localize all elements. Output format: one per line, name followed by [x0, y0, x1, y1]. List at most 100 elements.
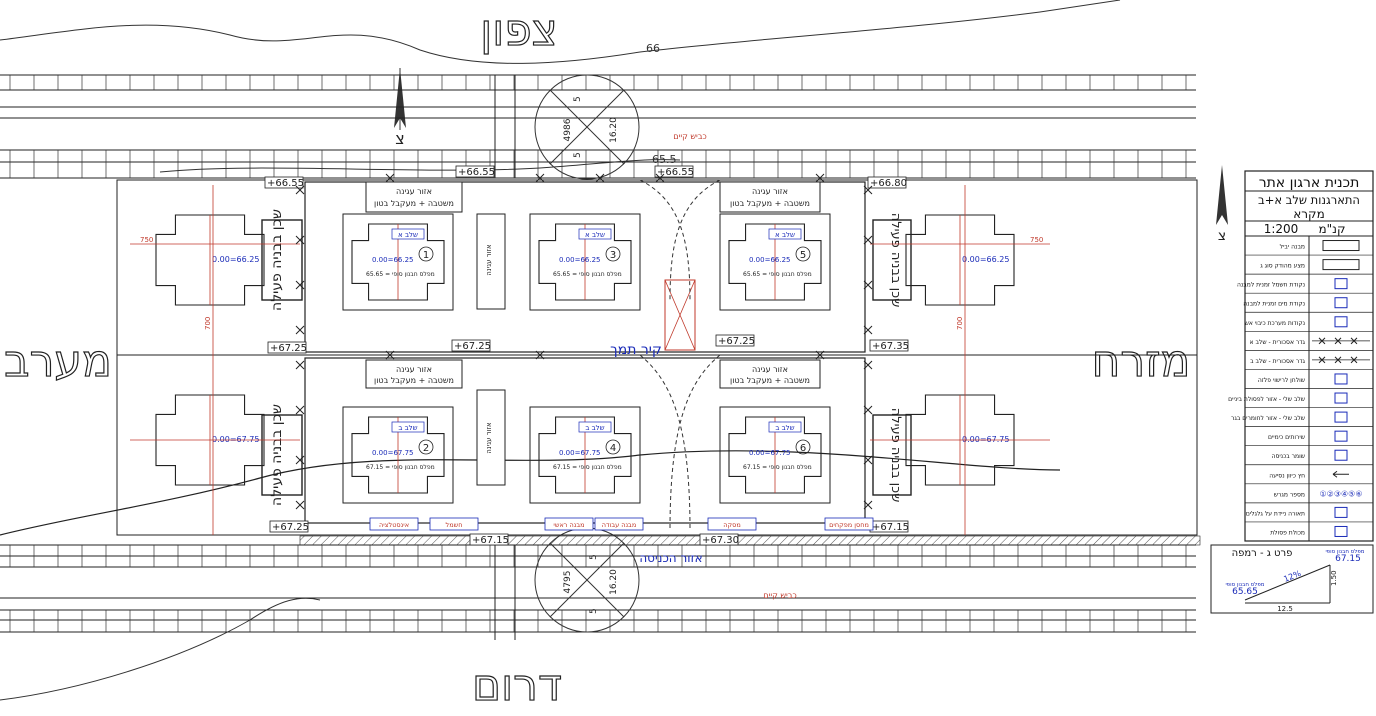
east-label: מזרח	[1092, 336, 1191, 387]
legend-row-label-7: שולחן לרישוי פלזה	[1258, 377, 1305, 384]
legend-row-label-4: נקודות מערכת כיבוי אש	[1245, 320, 1305, 327]
facility-label-2: מבנה ראשי	[553, 521, 584, 529]
fence-x-10	[863, 280, 873, 290]
level-tag-box-bc1	[469, 533, 509, 546]
legend-fence-b-icon	[1312, 356, 1370, 364]
building-frame-b5	[719, 213, 831, 311]
level-tag-tc2: +66.55	[657, 167, 694, 178]
legend-row-label-11: שומר בכניסה	[1272, 453, 1305, 460]
contour-line-bottom	[0, 597, 321, 701]
pad-level-b5: 0.00=66.25	[749, 256, 791, 264]
level-tag-mr: +67.35	[872, 341, 909, 352]
legend-guard-icon	[1334, 449, 1348, 461]
dim-700-e: 700	[956, 317, 964, 330]
neighbor-house-el: 0.00=66.25	[905, 214, 1015, 306]
fence-x-14	[863, 455, 873, 465]
pad-level-b2: 0.00=67.75	[372, 449, 414, 457]
facility-box-0	[369, 517, 419, 531]
legend-scale: 1:200	[1264, 222, 1299, 236]
level-tag-mc: +67.25	[454, 341, 491, 352]
fence-x-4	[295, 360, 305, 370]
legend-row-label-5: גדר אסכורית - שלב א	[1250, 339, 1306, 346]
legend-light-icon	[1334, 506, 1348, 518]
fence-x-11	[863, 325, 873, 335]
legend-row-label-15: מכולת פסולת	[1270, 529, 1305, 536]
roundabout-bottom-dim-d: 5	[589, 608, 599, 614]
facility-label-0: אינסטלציה	[379, 521, 409, 529]
ramp-top-label: מפלס חבנון סופי	[1325, 548, 1364, 555]
north-arrow-icon: צ	[394, 68, 406, 148]
level-tag-tr: +66.80	[870, 178, 907, 189]
bottom-hatched-strip	[299, 535, 1201, 546]
fence-x-1	[295, 235, 305, 245]
legend-rect-icon	[1322, 240, 1360, 252]
lot-number-b2: 2	[423, 443, 429, 454]
site-boundary	[116, 179, 1198, 536]
final-level-b3: מפלס חבנון סופי = 65.65	[553, 271, 622, 278]
fence-x-0	[295, 185, 305, 195]
west-neighbor-label-bottom: שכן בבניה פעילה	[269, 404, 285, 506]
facility-label-1: חשמל	[446, 521, 463, 529]
legend-box-m-icon	[1334, 297, 1348, 309]
stage-tag-b2	[391, 421, 425, 433]
lot-number-b4: 4	[610, 443, 616, 454]
fence-x-22	[535, 350, 545, 360]
legend-waste-a-icon	[1334, 392, 1348, 404]
roundabout-bottom-dim-c: 5	[589, 554, 599, 560]
east-neighbor	[872, 219, 912, 496]
contour-line-66	[0, 0, 1121, 64]
level-tag-box-tr	[867, 176, 907, 189]
level-tag-ml: +67.25	[270, 343, 307, 354]
level-tag-box-ml	[267, 341, 307, 354]
legend-panel: צ תכנית ארגון אתר התארגנות שלב א+ב מקרא …	[1216, 165, 1374, 542]
fence-x-23	[815, 350, 825, 360]
legend-row-label-6: גדר אסכורית - שלב ב	[1250, 358, 1305, 365]
bed-zone-label-2: משטבה + מעקבל בטון	[730, 199, 810, 208]
bed-zone-label-4: משטבה + מעקבל בטון	[730, 376, 810, 385]
dim-750-w: 750	[140, 236, 153, 244]
lot-number-badge-b1	[418, 246, 434, 262]
level-tag-box-tc2	[654, 165, 694, 178]
legend-key-heading: מקרא	[1293, 207, 1324, 221]
fence-x-3	[295, 325, 305, 335]
level-tag-br: +67.15	[872, 522, 909, 533]
top-road	[0, 74, 1196, 179]
stage-tag-b5	[768, 228, 802, 240]
legend-rect-box-icon	[1322, 259, 1360, 271]
legend-row-label-9: שלב שלי - אזור לחומרים בגר	[1231, 415, 1305, 422]
roundabout-top-dim-d: 5	[573, 152, 583, 158]
facility-box-1	[429, 517, 479, 531]
stage-tag-b3	[578, 228, 612, 240]
fence-x-7	[295, 500, 305, 510]
zones	[365, 181, 821, 486]
west-neighbor	[261, 219, 303, 496]
stage-label-b3: שלב א	[585, 231, 605, 239]
west-neighbor-label-top: שכן בבניה פעילה	[269, 209, 285, 311]
legend-wc-icon	[1334, 430, 1348, 442]
lot-number-badge-b2	[418, 439, 434, 455]
legend-row-label-10: שירותים כימיים	[1268, 434, 1305, 441]
building-frame-b1	[342, 213, 454, 311]
existing-road-top-label: כביש קיים	[673, 132, 706, 141]
level-tag-box-tc1	[455, 165, 495, 178]
facility-label-3: מבנה עבודה	[602, 521, 636, 529]
facility-box-5	[824, 517, 874, 531]
facility-label-4: מסקה	[723, 521, 741, 529]
legend-box-f-icon	[1334, 316, 1348, 328]
contour-line-655	[159, 159, 681, 173]
stage-label-b1: שלב א	[398, 231, 418, 239]
lot-number-b6: 6	[800, 443, 806, 454]
fence-x-6	[295, 455, 305, 465]
east-neighbor-label-top: שכן בבניה פעילה	[888, 213, 903, 308]
legend-numbers-sample: ①②③④⑤⑥	[1319, 489, 1362, 498]
ramp-length: 12.5	[1277, 605, 1293, 613]
lot-number-b1: 1	[423, 250, 429, 261]
neighbor-house-el-level: 0.00=66.25	[962, 255, 1009, 264]
stage-label-b5: שלב א	[775, 231, 795, 239]
bed-zone-label-1: משטבה + מעקבל בטון	[374, 199, 454, 208]
dim-700-w: 700	[204, 317, 212, 330]
